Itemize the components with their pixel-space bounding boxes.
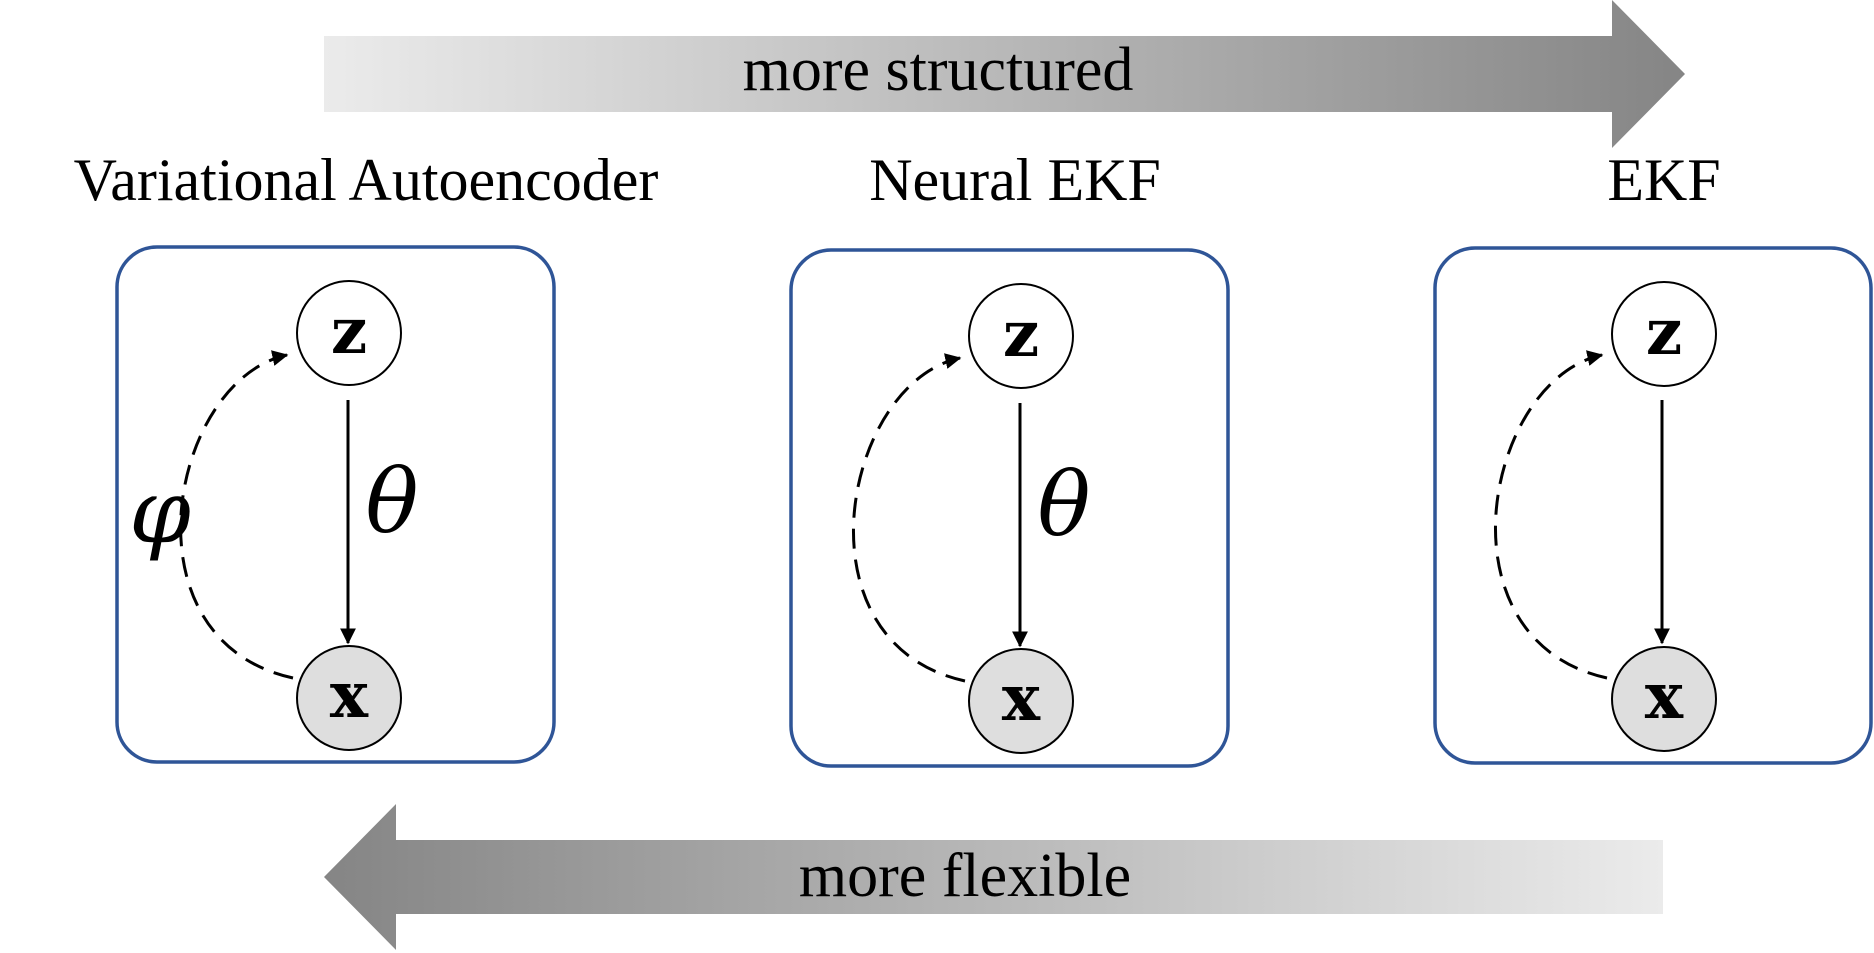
more-structured-label: more structured <box>743 36 1134 104</box>
model-box <box>789 248 1230 768</box>
observed-node <box>1611 646 1717 752</box>
more-structured-arrow: more structured <box>324 0 1685 148</box>
model-panel-neural-ekf: Neural EKF z x θ <box>789 147 1230 768</box>
latent-node <box>1611 281 1717 387</box>
model-title: Variational Autoencoder <box>74 147 659 213</box>
latent-node <box>968 283 1074 389</box>
model-title: EKF <box>1607 147 1720 213</box>
theta-label: θ <box>1038 453 1091 556</box>
model-box <box>115 245 556 764</box>
inference-dashed-arrow <box>1493 350 1608 680</box>
inference-dashed-arrow <box>851 353 966 683</box>
model-title: Neural EKF <box>869 147 1161 213</box>
theta-label: θ <box>366 450 419 553</box>
more-flexible-arrow: more flexible <box>324 804 1663 950</box>
inference-dashed-arrow <box>179 350 294 680</box>
latent-node-label: z <box>331 294 367 369</box>
observed-node-label: x <box>1645 659 1684 734</box>
observed-node-label: x <box>330 658 369 733</box>
observed-node <box>296 645 402 751</box>
phi-label: φ <box>129 460 191 563</box>
model-box <box>1433 246 1873 765</box>
observed-node <box>968 648 1074 754</box>
model-panel-vae: Variational Autoencoder z x θ φ <box>74 147 659 764</box>
more-flexible-label: more flexible <box>799 842 1131 910</box>
latent-node <box>296 280 402 386</box>
observed-node-label: x <box>1002 661 1041 736</box>
latent-node-label: z <box>1646 295 1682 370</box>
more-flexible-arrow-shape <box>324 804 1663 950</box>
latent-node-label: z <box>1003 297 1039 372</box>
more-structured-arrow-shape <box>324 0 1685 148</box>
model-panel-ekf: EKF z x <box>1433 147 1873 765</box>
